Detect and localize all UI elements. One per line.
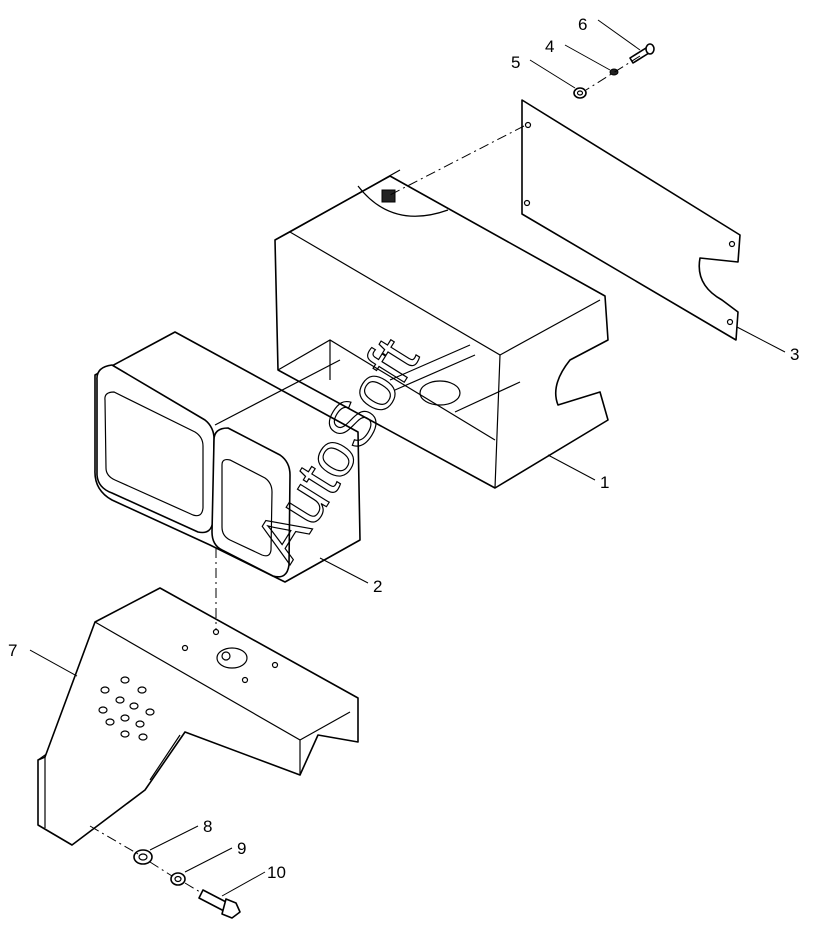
part-5-nut — [573, 87, 587, 99]
callout-1: 1 — [600, 473, 609, 492]
part-8-washer — [133, 849, 153, 865]
assembly-lines — [89, 55, 641, 893]
callout-10: 10 — [267, 863, 286, 882]
callout-7: 7 — [8, 641, 17, 660]
callout-8: 8 — [203, 817, 212, 836]
callout-5: 5 — [511, 53, 520, 72]
part-9-lock-washer — [170, 872, 186, 886]
part-1-housing — [274, 169, 609, 489]
callout-9: 9 — [237, 839, 246, 858]
part-4-lock-washer — [609, 68, 619, 76]
part-7-bracket — [37, 587, 359, 846]
part-2-lamp-block — [94, 331, 361, 583]
leader-lines — [29, 19, 786, 897]
part-10-bolt — [198, 889, 241, 919]
callout-3: 3 — [790, 345, 799, 364]
callout-2: 2 — [373, 577, 382, 596]
callout-6: 6 — [578, 15, 587, 34]
part-3-back-plate — [521, 99, 741, 341]
callout-4: 4 — [545, 37, 554, 56]
